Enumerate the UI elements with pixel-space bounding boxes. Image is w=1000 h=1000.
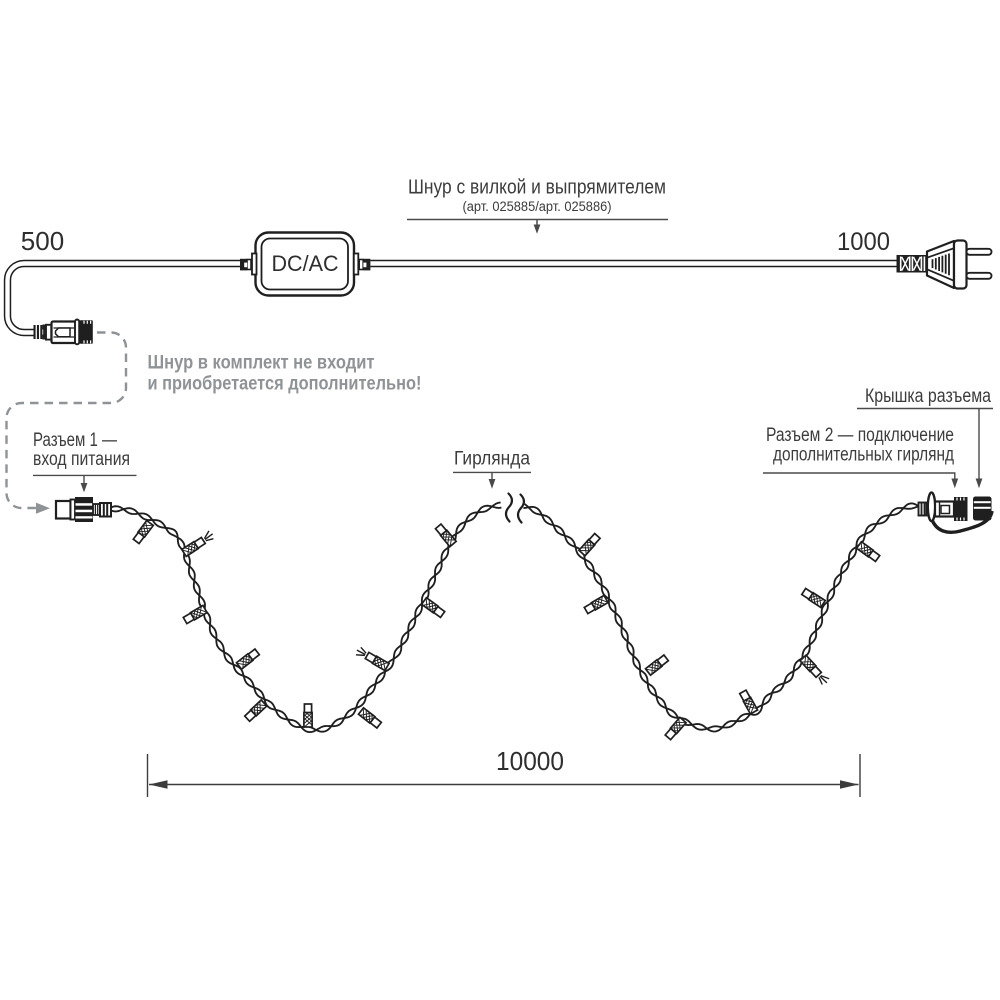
svg-text:дополнительных гирлянд: дополнительных гирлянд <box>773 445 954 466</box>
svg-text:Разъем 1 —: Разъем 1 — <box>33 430 117 451</box>
svg-text:и приобретается дополнительно!: и приобретается дополнительно! <box>148 373 422 395</box>
svg-text:Крышка разъема: Крышка разъема <box>865 386 991 407</box>
svg-text:Шнур с вилкой и выпрямителем: Шнур с вилкой и выпрямителем <box>408 177 666 199</box>
svg-text:Шнур в комплект не входит: Шнур в комплект не входит <box>148 352 375 374</box>
svg-text:DC/AC: DC/AC <box>272 251 339 276</box>
svg-text:500: 500 <box>21 226 64 256</box>
svg-text:10000: 10000 <box>496 746 564 776</box>
svg-text:1000: 1000 <box>837 228 890 256</box>
svg-text:(арт. 025885/арт. 025886): (арт. 025885/арт. 025886) <box>463 199 612 214</box>
svg-text:Гирлянда: Гирлянда <box>454 449 530 470</box>
svg-text:Разъем 2 — подключение: Разъем 2 — подключение <box>766 425 954 446</box>
svg-text:вход питания: вход питания <box>33 449 130 470</box>
